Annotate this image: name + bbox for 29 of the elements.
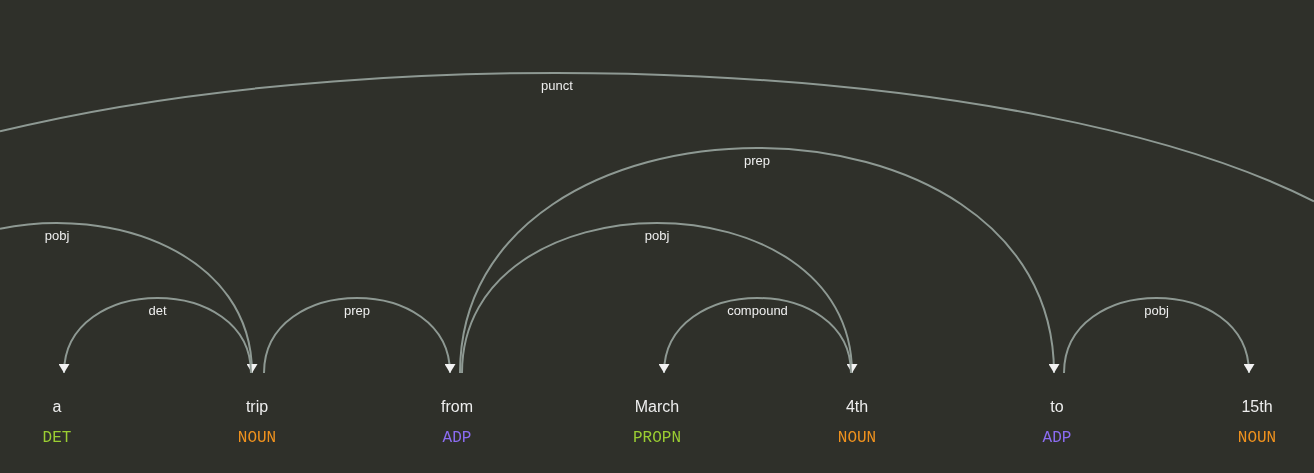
pos-tag: NOUN — [837, 428, 877, 448]
dependency-arc — [459, 147, 1058, 374]
edge-label: prep — [744, 153, 770, 169]
edge-label: prep — [344, 303, 370, 319]
pos-tag: DET — [42, 428, 72, 448]
dependency-arc — [60, 297, 252, 374]
edge-label: compound — [727, 303, 788, 319]
word-text: trip — [245, 397, 269, 417]
pos-tag: ADP — [442, 428, 472, 448]
word-text: 15th — [1241, 397, 1273, 417]
word-text: from — [441, 397, 473, 417]
edge-label: pobj — [1144, 303, 1169, 319]
word-text: a — [52, 397, 62, 417]
pos-tag: ADP — [1042, 428, 1072, 448]
pos-tag: PROPN — [633, 428, 681, 448]
edge-label: pobj — [44, 228, 70, 244]
pos-tag: NOUN — [1237, 428, 1277, 448]
word-text: 4th — [845, 397, 869, 417]
dependency-arc — [660, 297, 852, 374]
dependency-arc — [1063, 297, 1253, 374]
dependency-arc — [461, 222, 856, 374]
edge-label: pobj — [644, 228, 670, 244]
edge-label: det — [148, 303, 167, 319]
pos-tag: NOUN — [237, 428, 277, 448]
dependency-arc — [0, 222, 257, 374]
arc-label: punct — [541, 78, 573, 94]
word-text: March — [634, 397, 680, 417]
word-text: to — [1050, 397, 1064, 417]
dependency-arc — [263, 297, 454, 374]
